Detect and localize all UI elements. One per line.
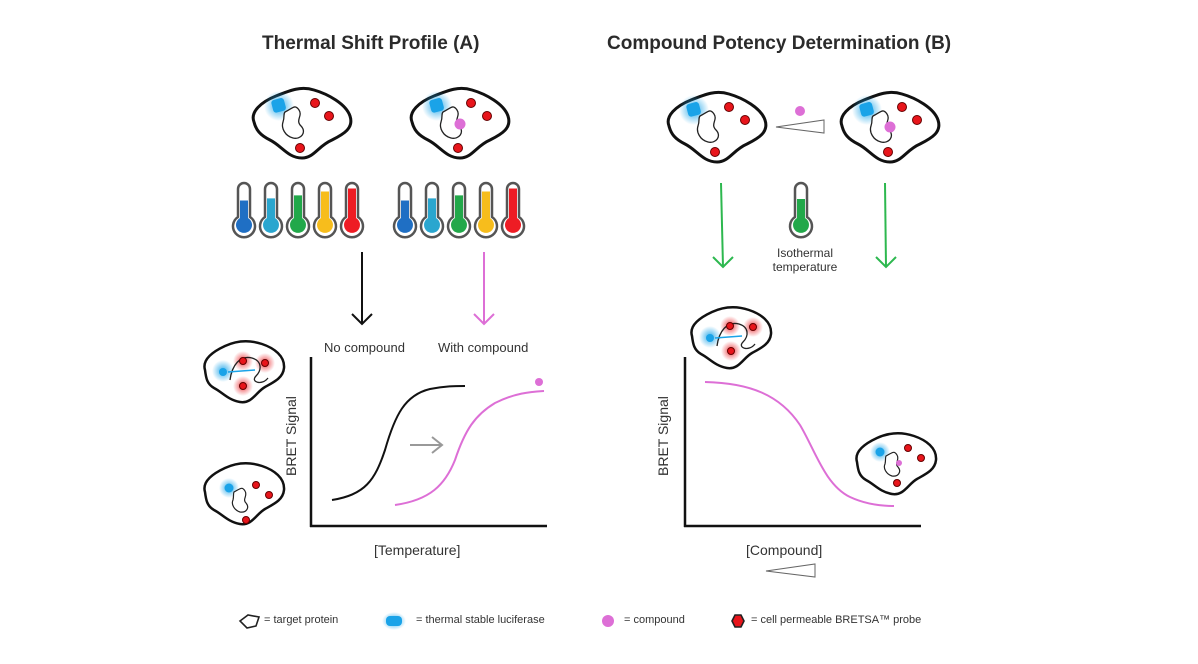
thermometer-icon — [231, 181, 257, 239]
chart-a — [309, 357, 547, 528]
arrow-down-black — [351, 252, 373, 326]
label-with-compound: With compound — [438, 340, 529, 355]
curve-dose-response — [704, 381, 895, 507]
thermometer-icon — [788, 181, 814, 239]
isothermal-label-line2: temperature — [772, 260, 838, 274]
probe-icon — [295, 143, 305, 153]
cell-b-left-top — [666, 90, 768, 164]
cell-bret-active-b — [690, 306, 773, 370]
chart-b-ylabel: BRET Signal — [655, 396, 671, 476]
panel-a-title: Thermal Shift Profile (A) — [262, 33, 480, 54]
thermometer-icon — [258, 181, 284, 239]
thermometer-icon — [446, 181, 472, 239]
thermometer-icon — [473, 181, 499, 239]
cell-no-compound-top — [251, 86, 353, 160]
legend-label-target-protein: = target protein — [264, 614, 339, 626]
curve-no-compound — [331, 385, 466, 501]
isothermal-label: Isothermal temperature — [769, 246, 841, 274]
target-protein-icon — [439, 106, 463, 139]
cell-b-right-top — [839, 90, 941, 164]
target-protein-icon — [281, 106, 305, 139]
thermometer-icon — [339, 181, 365, 239]
arrow-down-green-right — [875, 182, 897, 269]
probe-icon — [310, 98, 320, 108]
probe-icon — [466, 98, 476, 108]
thermometer-icon — [312, 181, 338, 239]
chart-a-ylabel: BRET Signal — [283, 396, 299, 476]
legend-compound-icon — [602, 615, 614, 627]
compound-dot — [535, 378, 543, 386]
chart-b — [683, 357, 921, 578]
chart-a-xlabel: [Temperature] — [374, 542, 461, 558]
legend-label-luciferase: = thermal stable luciferase — [416, 614, 545, 626]
cell-bret-active-a — [203, 340, 286, 404]
compound-icon — [454, 118, 466, 130]
thermometer-icon — [285, 181, 311, 239]
label-no-compound: No compound — [324, 340, 405, 355]
curve-with-compound — [394, 390, 545, 506]
probe-icon — [482, 111, 492, 121]
shift-arrow — [410, 436, 444, 454]
thermometer-icon — [392, 181, 418, 239]
cell-with-compound-top — [409, 86, 511, 160]
thermometer-icon — [419, 181, 445, 239]
legend-luciferase-icon — [382, 612, 406, 630]
legend-target-protein-icon — [238, 614, 261, 629]
legend-label-compound: = compound — [624, 614, 685, 626]
thermometer-row-no-compound — [231, 181, 365, 239]
isothermal-label-line1: Isothermal — [776, 246, 834, 260]
legend-bretsa-probe-icon — [731, 614, 745, 628]
compound-gradient-wedge-bottom — [765, 563, 816, 578]
probe-icon — [324, 111, 334, 121]
thermometer-isothermal — [788, 181, 814, 239]
legend-label-bretsa-probe: = cell permeable BRETSA™ probe — [751, 614, 922, 626]
arrow-down-pink — [473, 252, 495, 326]
thermometer-row-with-compound — [392, 181, 526, 239]
cell-bret-inactive-a — [203, 462, 286, 526]
probe-icon — [453, 143, 463, 153]
thermometer-icon — [500, 181, 526, 239]
chart-b-xlabel: [Compound] — [746, 542, 823, 558]
arrow-down-green-left — [712, 182, 734, 269]
compound-gradient-wedge-top — [775, 106, 825, 134]
panel-b-title: Compound Potency Determination (B) — [607, 33, 952, 54]
cell-bret-inactive-b — [855, 432, 938, 496]
